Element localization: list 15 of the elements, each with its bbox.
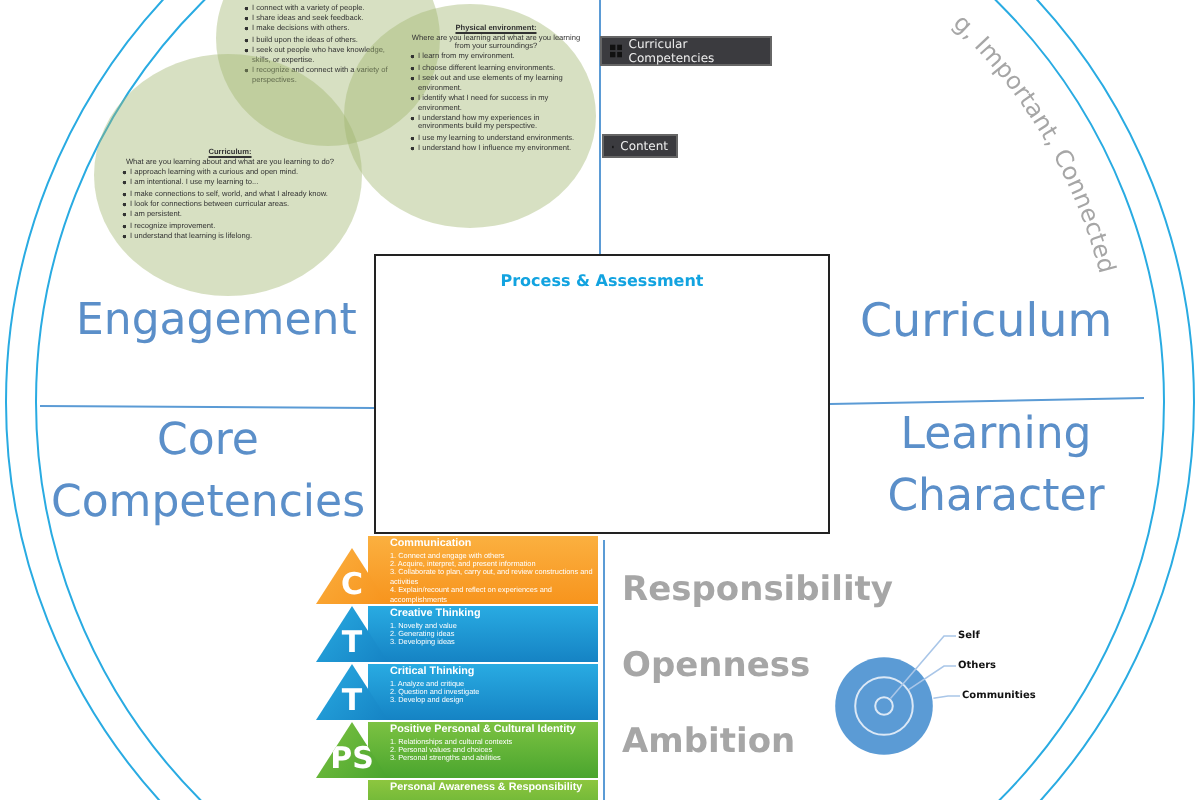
leader-line — [908, 665, 957, 691]
section-heading: Learning Character — [885, 408, 1107, 526]
leader-line — [932, 695, 961, 700]
leader-line — [889, 635, 957, 700]
section-heading: Engagement — [76, 294, 357, 349]
target-ring — [854, 676, 914, 736]
box-title: Process & Assessment — [500, 272, 704, 290]
section-heading: Core Competencies — [48, 414, 368, 532]
section-heading: Curriculum — [860, 294, 1113, 352]
value-word: Ambition — [622, 722, 796, 765]
process-box — [374, 254, 830, 534]
target-ring — [874, 696, 894, 716]
target-ring — [834, 656, 934, 756]
value-word: Responsibility — [622, 570, 893, 613]
value-word: Openness — [622, 646, 811, 689]
